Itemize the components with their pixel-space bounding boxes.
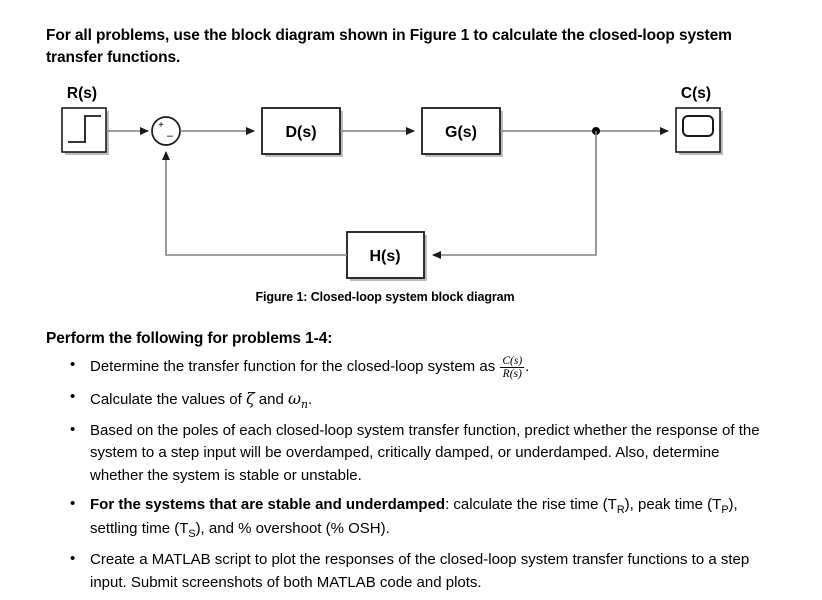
fraction-denominator: R(s) (500, 367, 525, 380)
problem-instruction-list: Determine the transfer function for the … (46, 354, 776, 600)
wire-feedback-to-sum (162, 151, 347, 256)
omega-subscript-n: n (301, 398, 309, 411)
fraction-numerator: C(s) (502, 355, 523, 367)
list-item-matlab: Create a MATLAB script to plot the respo… (46, 548, 776, 595)
bullet-text: Based on the poles of each closed-loop s… (90, 421, 760, 485)
settling-time-subscript: S (188, 528, 196, 541)
rise-time-subscript: R (616, 503, 625, 516)
omega-symbol: ωn (287, 388, 309, 411)
list-item-transfer-function: Determine the transfer function for the … (46, 354, 776, 381)
bullet-text-pre: Calculate the values of (90, 390, 246, 408)
output-signal-label: C(s) (681, 85, 711, 102)
zeta-symbol: ζ (245, 388, 255, 408)
list-item-poles-damping: Based on the poles of each closed-loop s… (46, 419, 776, 488)
list-item-zeta-omega: Calculate the values of ζ and ωn. (46, 386, 776, 414)
block-diagram-figure: R(s) + – D(s) G(s) C(s) (0, 78, 822, 313)
list-item-time-specs: For the systems that are stable and unde… (46, 493, 776, 543)
bullet-text-post: . (308, 390, 313, 408)
controller-block-label: D(s) (285, 124, 316, 141)
bullet-text: Create a MATLAB script to plot the respo… (90, 550, 750, 591)
input-signal-label: R(s) (67, 85, 97, 102)
bullet-text-post: . (525, 358, 530, 376)
controller-block (261, 107, 341, 155)
intro-paragraph: For all problems, use the block diagram … (46, 27, 732, 67)
bullet-seg-1: : calculate the rise time (T (445, 495, 617, 513)
omega-base: ω (287, 388, 302, 408)
feedback-block (346, 231, 425, 279)
bullet-text-mid: and (254, 390, 288, 408)
feedback-block-label: H(s) (369, 248, 400, 265)
bullet-text-pre: Determine the transfer function for the … (90, 358, 500, 376)
step-waveform-icon (68, 115, 101, 143)
sum-minus-sign: – (167, 130, 174, 142)
perform-heading: Perform the following for problems 1-4: (46, 330, 333, 347)
scope-screen-icon (682, 115, 714, 137)
bullet-bold-lead: For the systems that are stable and unde… (90, 495, 446, 513)
step-source-block (61, 107, 107, 153)
figure-caption: Figure 1: Closed-loop system block diagr… (255, 290, 515, 304)
fraction-c-over-r: C(s)R(s) (500, 355, 525, 381)
bullet-seg-4: ), and % overshoot (% OSH). (195, 520, 390, 538)
bullet-seg-2: ), peak time (T (624, 495, 722, 513)
sum-plus-sign: + (158, 120, 164, 131)
wire-branch-to-feedback (432, 131, 597, 259)
plant-block (421, 107, 501, 155)
peak-time-subscript: P (721, 503, 729, 516)
bullet-seg-3: ), settling time (T (90, 495, 738, 538)
plant-block-label: G(s) (445, 124, 477, 141)
